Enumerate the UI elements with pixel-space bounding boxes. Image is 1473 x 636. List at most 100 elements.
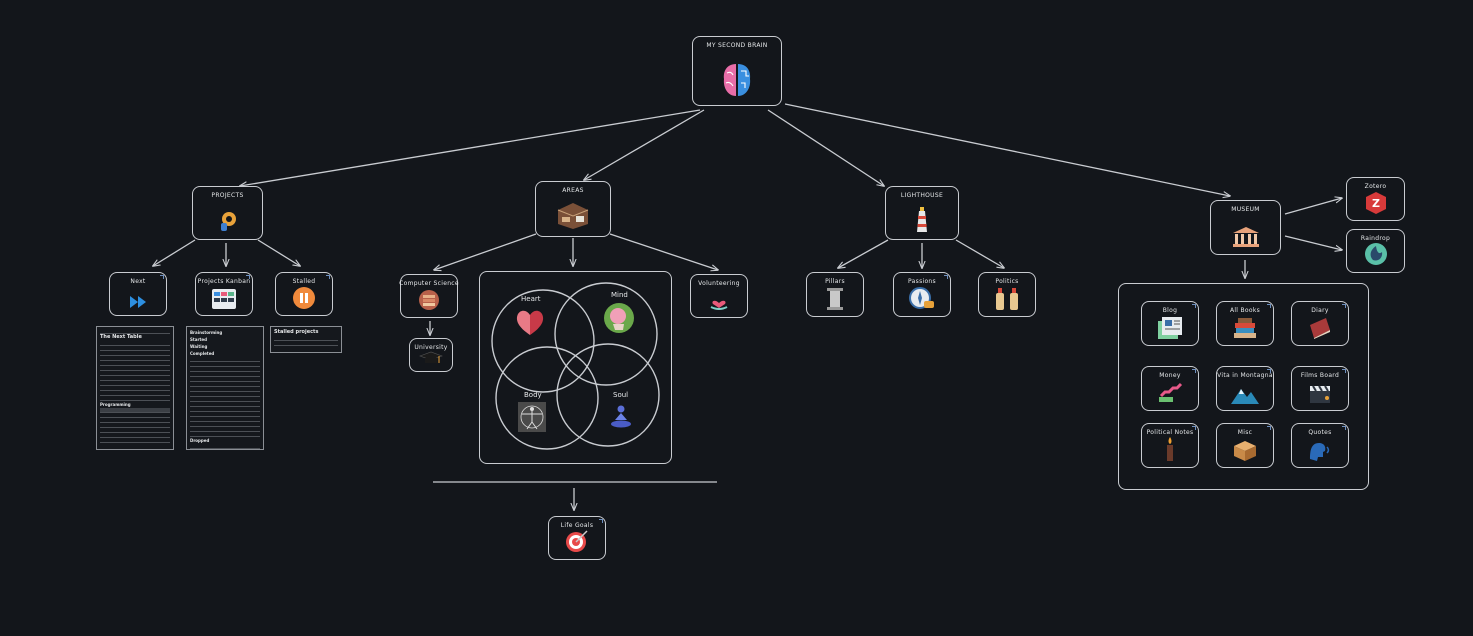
next-table-title: The Next Table bbox=[100, 334, 142, 340]
vitruvian-icon bbox=[518, 402, 546, 436]
raindrop-icon bbox=[1364, 242, 1388, 266]
heart-brain-icon bbox=[514, 307, 546, 341]
next-table-section: Programming bbox=[100, 402, 131, 407]
museum-item-all-books[interactable]: All Books bbox=[1216, 301, 1274, 346]
museum-item-diary[interactable]: Diary bbox=[1291, 301, 1349, 346]
university-label: University bbox=[414, 344, 448, 351]
passions-node[interactable]: Passions bbox=[893, 272, 951, 317]
next-label: Next bbox=[130, 278, 146, 285]
museum-item-misc[interactable]: Misc bbox=[1216, 423, 1274, 468]
life-goals-label: Life Goals bbox=[560, 522, 594, 529]
box-icon bbox=[1232, 439, 1258, 461]
venn-mind-label: Mind bbox=[611, 291, 628, 299]
venn-soul-label: Soul bbox=[613, 391, 629, 399]
pillars-node[interactable]: Pillars bbox=[806, 272, 864, 317]
zotero-label: Zotero bbox=[1364, 183, 1387, 190]
museum-label: MUSEUM bbox=[1231, 206, 1260, 213]
kanban-line: Brainstorming bbox=[190, 330, 223, 335]
edge-projects-stalled bbox=[257, 239, 300, 266]
candle-icon bbox=[1165, 437, 1175, 461]
books-icon bbox=[1232, 317, 1258, 339]
stalled-doc-title: Stalled projects bbox=[274, 329, 319, 335]
computer-science-node[interactable]: Computer Science bbox=[399, 274, 459, 318]
venn-heart-label: Heart bbox=[521, 295, 541, 303]
museum-item-vita-in-montagna[interactable]: Vita in Montagna bbox=[1216, 366, 1274, 411]
meditation-icon bbox=[608, 403, 634, 433]
museum-item-label: Vita in Montagna bbox=[1217, 372, 1273, 379]
zotero-icon: Z bbox=[1365, 192, 1386, 214]
stalled-label: Stalled bbox=[292, 278, 316, 285]
edge-areas-volunteering bbox=[609, 233, 718, 270]
kanban-board-icon bbox=[212, 289, 236, 309]
edge-root-museum bbox=[784, 103, 1230, 196]
museum-item-label: Misc bbox=[1237, 429, 1253, 436]
edge-lighthouse-pillars bbox=[838, 239, 889, 268]
edge-museum-raindrop bbox=[1284, 235, 1342, 250]
museum-item-label: Quotes bbox=[1308, 429, 1332, 436]
mountain-icon bbox=[1231, 386, 1259, 404]
gear-bulb-icon bbox=[217, 209, 239, 233]
museum-item-label: All Books bbox=[1229, 307, 1261, 314]
pillar-icon bbox=[827, 288, 843, 310]
clapper-icon bbox=[1309, 384, 1331, 404]
museum-item-blog[interactable]: Blog bbox=[1141, 301, 1199, 346]
kanban-line: Started bbox=[190, 337, 207, 342]
lighthouse-label: LIGHTHOUSE bbox=[900, 192, 944, 199]
museum-item-label: Diary bbox=[1311, 307, 1329, 314]
projects-kanban-label: Projects Kanban bbox=[197, 278, 251, 285]
svg-text:Z: Z bbox=[1372, 197, 1380, 210]
zotero-node[interactable]: Zotero Z bbox=[1346, 177, 1405, 221]
next-node[interactable]: Next bbox=[109, 272, 167, 316]
money-stairs-icon bbox=[1157, 382, 1183, 404]
museum-item-political-notes[interactable]: Political Notes bbox=[1141, 423, 1199, 468]
edge-root-projects bbox=[240, 109, 701, 186]
edge-lighthouse-politics bbox=[955, 239, 1004, 268]
root-label: MY SECOND BRAIN bbox=[706, 42, 768, 49]
venn-circle-body bbox=[495, 346, 599, 450]
museum-item-label: Blog bbox=[1162, 307, 1178, 314]
venn-circle-mind bbox=[554, 282, 658, 386]
projects-node[interactable]: PROJECTS bbox=[192, 186, 263, 240]
fast-forward-icon bbox=[128, 295, 148, 309]
museum-item-label: Films Board bbox=[1300, 372, 1340, 379]
bottles-icon bbox=[995, 288, 1019, 310]
kanban-line: Waiting bbox=[190, 344, 208, 349]
areas-node[interactable]: AREAS bbox=[535, 181, 611, 237]
venn-circle-soul bbox=[556, 343, 660, 447]
university-node[interactable]: University bbox=[409, 338, 453, 372]
politics-label: Politics bbox=[995, 278, 1019, 285]
computer-science-label: Computer Science bbox=[399, 280, 459, 287]
museum-item-money[interactable]: Money bbox=[1141, 366, 1199, 411]
pillars-label: Pillars bbox=[825, 278, 845, 285]
newspaper-icon bbox=[1158, 317, 1182, 339]
heart-hand-icon bbox=[709, 293, 729, 311]
books-stack-icon bbox=[418, 289, 440, 311]
compass-icon bbox=[909, 286, 935, 310]
kanban-line: Dropped bbox=[190, 438, 210, 443]
museum-icon bbox=[1232, 226, 1260, 248]
edge-areas-cs bbox=[434, 233, 537, 270]
volunteering-node[interactable]: Volunteering bbox=[690, 274, 748, 318]
edge-root-lighthouse bbox=[767, 109, 884, 186]
areas-label: AREAS bbox=[562, 187, 584, 194]
museum-node[interactable]: MUSEUM bbox=[1210, 200, 1281, 255]
graduation-cap-icon bbox=[419, 351, 443, 365]
edge-museum-zotero bbox=[1284, 198, 1342, 215]
lighthouse-icon bbox=[915, 207, 929, 233]
passions-label: Passions bbox=[908, 278, 936, 285]
museum-item-films-board[interactable]: Films Board bbox=[1291, 366, 1349, 411]
next-table-doc[interactable]: The Next Table Programming bbox=[96, 326, 174, 450]
museum-item-quotes[interactable]: Quotes bbox=[1291, 423, 1349, 468]
kanban-doc[interactable]: Brainstorming Started Waiting Completed … bbox=[186, 326, 264, 450]
museum-item-label: Political Notes bbox=[1146, 429, 1194, 436]
stalled-doc[interactable]: Stalled projects bbox=[270, 326, 342, 353]
stalled-node[interactable]: Stalled bbox=[275, 272, 333, 316]
volunteering-label: Volunteering bbox=[698, 280, 740, 287]
root-node[interactable]: MY SECOND BRAIN bbox=[692, 36, 782, 106]
life-goals-node[interactable]: Life Goals bbox=[548, 516, 606, 560]
raindrop-node[interactable]: Raindrop bbox=[1346, 229, 1405, 273]
lighthouse-node[interactable]: LIGHTHOUSE bbox=[885, 186, 959, 240]
politics-node[interactable]: Politics bbox=[978, 272, 1036, 317]
projects-kanban-node[interactable]: Projects Kanban bbox=[195, 272, 253, 316]
